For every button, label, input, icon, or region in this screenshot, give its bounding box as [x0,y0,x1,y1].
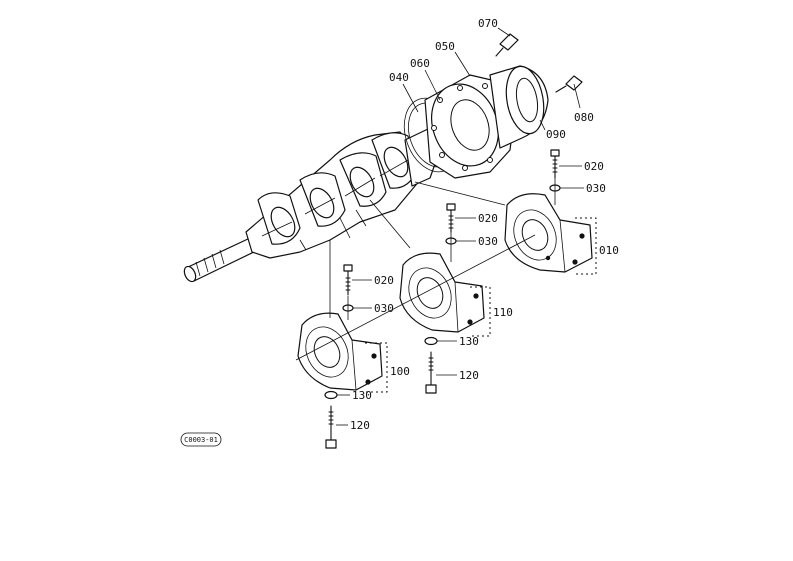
figure-code-badge: C0003-01 [180,432,222,447]
callout-080: 080 [574,111,594,124]
callout-130-b: 130 [352,389,372,402]
leader-lines [295,27,584,426]
rear-bearing-housing [403,33,583,179]
callout-120-a: 120 [459,369,479,382]
fasteners [324,149,561,449]
callout-120-b: 120 [350,419,370,432]
callout-060: 060 [410,57,430,70]
callout-010: 010 [599,244,619,257]
bearing-case-100 [297,312,383,391]
bearing-case-110 [399,252,485,333]
group-brackets [365,217,597,393]
callout-110: 110 [493,306,513,319]
callout-020-b: 020 [478,212,498,225]
callout-050: 050 [435,40,455,53]
crankshaft [183,127,441,283]
bearing-case-010 [504,193,593,273]
figure-code: C0003-01 [184,436,218,444]
callout-030-a: 030 [586,182,606,195]
callout-130-a: 130 [459,335,479,348]
callouts: 070 050 060 040 080 090 020 030 010 020 … [350,17,619,432]
callout-090: 090 [546,128,566,141]
callout-030-c: 030 [374,302,394,315]
callout-040: 040 [389,71,409,84]
callout-100: 100 [390,365,410,378]
callout-030-b: 030 [478,235,498,248]
callout-020-a: 020 [584,160,604,173]
callout-020-c: 020 [374,274,394,287]
callout-070: 070 [478,17,498,30]
